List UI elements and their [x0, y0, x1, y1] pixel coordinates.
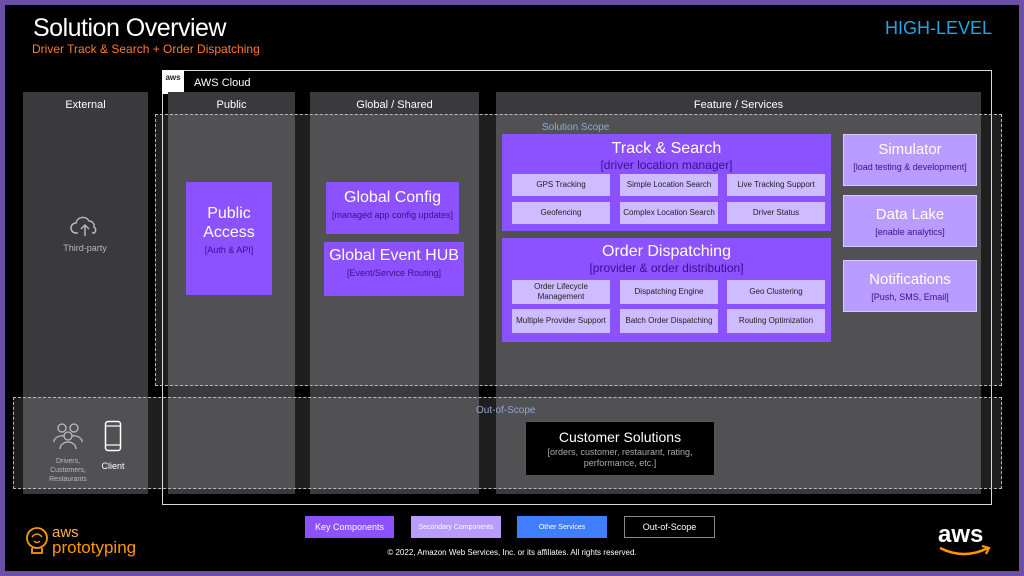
secondary-component: Routing Optimization: [727, 309, 825, 333]
legend-secondary-components: Secondary Components: [411, 516, 501, 538]
out-of-scope-box: [13, 397, 1002, 489]
simulator-box: Simulator [load testing & development]: [843, 134, 977, 186]
solution-scope-label: Solution Scope: [542, 122, 610, 133]
simulator-title: Simulator: [878, 141, 942, 158]
column-feature-title: Feature / Services: [693, 99, 784, 111]
proto-logo-prototyping: prototyping: [52, 538, 137, 557]
page-title: Solution Overview: [33, 14, 226, 42]
notifications-title: Notifications: [869, 271, 951, 288]
customer-solutions-sub: [orders, customer, restaurant, rating, p…: [547, 447, 693, 468]
secondary-component: Complex Location Search: [620, 202, 718, 224]
customer-solutions-title: Customer Solutions: [558, 429, 682, 445]
cloud-upload-icon: [70, 216, 97, 236]
secondary-component: Order Lifecycle Management: [512, 280, 610, 304]
drivers-actor: Drivers, Customers, Restaurants: [43, 420, 93, 484]
notifications-sub: [Push, SMS, Email]: [871, 292, 949, 302]
global-event-sub: [Event/Service Routing]: [346, 268, 442, 278]
notifications-box: Notifications [Push, SMS, Email]: [843, 260, 977, 312]
global-event-hub-box: Global Event HUB [Event/Service Routing]: [324, 242, 464, 296]
secondary-component: Geo Clustering: [727, 280, 825, 304]
third-party-node: Third-party: [45, 215, 125, 253]
aws-cloud-boundary: [162, 70, 992, 505]
out-of-scope-label: Out-of-Scope: [476, 405, 536, 416]
simulator-sub: [load testing & development]: [853, 162, 967, 172]
secondary-component: Dispatching Engine: [620, 280, 718, 304]
public-access-title: Public Access: [203, 205, 255, 241]
global-config-box: Global Config [managed app config update…: [326, 182, 459, 234]
order-dispatch-sub: [provider & order distribution]: [589, 261, 744, 275]
track-search-title: Track & Search: [611, 140, 722, 157]
aws-logo-text: aws: [938, 521, 984, 548]
copyright-text: © 2022, Amazon Web Services, Inc. or its…: [387, 548, 637, 557]
level-label: HIGH-LEVEL: [884, 18, 992, 38]
legend-key-components: Key Components: [305, 516, 394, 538]
secondary-component: GPS Tracking: [512, 174, 610, 196]
global-event-title: Global Event HUB: [329, 247, 459, 264]
aws-cloud-label: AWS Cloud: [194, 77, 251, 89]
customer-solutions-box: Customer Solutions [orders, customer, re…: [525, 421, 715, 476]
legend-other-services: Other Services: [517, 516, 607, 538]
legend-out-of-scope: Out-of-Scope: [624, 516, 715, 538]
page-subtitle: Driver Track & Search + Order Dispatchin…: [32, 42, 260, 56]
data-lake-title: Data Lake: [875, 206, 945, 223]
proto-logo-aws: aws: [52, 524, 79, 541]
secondary-component: Multiple Provider Support: [512, 309, 610, 333]
global-config-sub: [managed app config updates]: [331, 210, 454, 220]
aws-cloud-icon: aws: [162, 70, 184, 94]
column-external-title: External: [65, 99, 106, 111]
client-label: Client: [101, 461, 125, 471]
order-dispatch-title: Order Dispatching: [602, 243, 731, 260]
secondary-component: Batch Order Dispatching: [620, 309, 718, 333]
aws-logo: aws: [938, 521, 994, 557]
aws-prototyping-logo: aws prototyping: [22, 524, 137, 557]
aws-smile-icon: [939, 545, 991, 556]
client-actor: Client: [98, 420, 128, 471]
data-lake-box: Data Lake [enable analytics]: [843, 195, 977, 247]
column-global-title: Global / Shared: [356, 99, 433, 111]
users-group-icon: [53, 423, 83, 450]
secondary-component: Live Tracking Support: [727, 174, 825, 196]
lightbulb-brain-icon: [26, 527, 48, 554]
public-access-sub: [Auth & API]: [204, 245, 254, 255]
secondary-component: Driver Status: [727, 202, 825, 224]
global-config-title: Global Config: [344, 189, 441, 206]
secondary-component: Simple Location Search: [620, 174, 718, 196]
data-lake-sub: [enable analytics]: [875, 227, 945, 237]
secondary-component: Geofencing: [512, 202, 610, 224]
drivers-label: Drivers, Customers, Restaurants: [49, 458, 87, 483]
third-party-label: Third-party: [63, 243, 107, 253]
mobile-phone-icon: [104, 420, 122, 452]
column-public-title: Public: [216, 99, 247, 111]
column-external: External: [23, 92, 148, 494]
public-access-box: Public Access [Auth & API]: [186, 182, 272, 295]
track-search-sub: [driver location manager]: [600, 158, 733, 172]
